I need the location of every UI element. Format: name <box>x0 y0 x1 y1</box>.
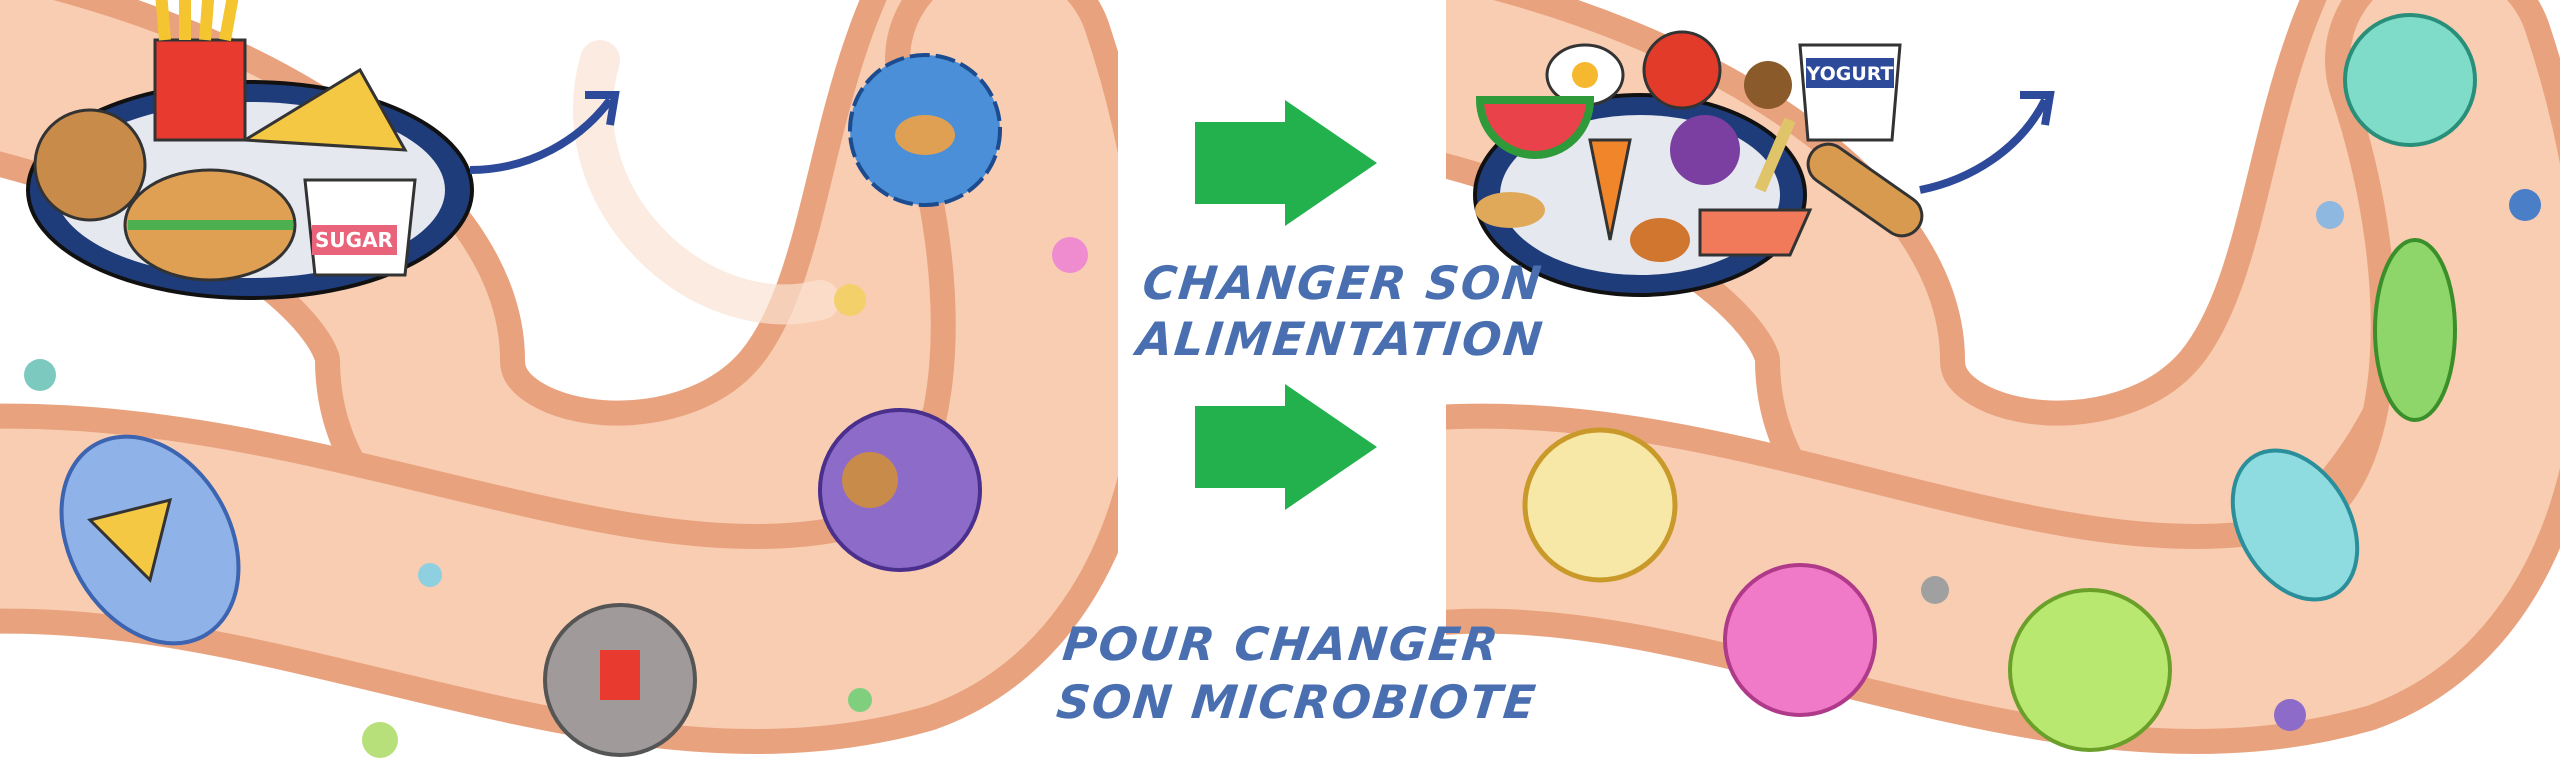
yogurt-icon: YOGURT <box>1798 43 1902 142</box>
purple-microbe <box>818 408 982 572</box>
peanut-icon <box>1475 192 1545 228</box>
caption-line-1: CHANGER SON <box>1140 256 1546 310</box>
tomato-icon <box>1642 30 1722 110</box>
bread-icon <box>1806 142 1924 238</box>
fries-icon <box>600 650 640 700</box>
watermelon-icon <box>1475 96 1595 159</box>
healthy-food-plate: YOGURT <box>1473 30 2055 297</box>
yellow-microbe <box>1522 427 1678 583</box>
salmon-icon <box>1698 208 1813 257</box>
sugar-label: SUGAR <box>315 228 393 252</box>
burger-icon <box>895 115 955 155</box>
green-bacterium <box>2373 238 2457 422</box>
grapes-icon <box>1670 115 1740 185</box>
wheat-icon <box>1754 117 1796 193</box>
yogurt-label: YOGURT <box>1806 63 1894 85</box>
caption-line-2: ALIMENTATION <box>1134 312 1547 366</box>
yogurt-bacterium <box>2230 448 2360 602</box>
carrot-icon <box>1588 138 1632 241</box>
acorn-icon <box>1744 61 1792 109</box>
bad-microbes <box>24 53 1088 758</box>
pizza-icon <box>87 497 173 583</box>
caption-line-4: SON MICROBIOTE <box>1054 675 1540 729</box>
caption-line-3: POUR CHANGER <box>1060 617 1503 671</box>
junk-food-plate: SUGAR <box>26 0 620 300</box>
pizza-icon <box>240 67 408 152</box>
good-microbes <box>1522 13 2541 752</box>
arrow-right-icon <box>1195 384 1377 510</box>
pink-microbe <box>1723 563 1877 717</box>
lime-microbe <box>2008 588 2172 752</box>
cookie-icon <box>33 108 147 222</box>
teal-microbe <box>2343 13 2477 147</box>
cookie-icon <box>842 452 898 508</box>
sugar-cup-icon: SUGAR <box>303 178 417 277</box>
fries-icon <box>153 38 247 142</box>
arrow-right-icon <box>1195 100 1377 226</box>
chicken-leg-icon <box>1630 218 1690 262</box>
